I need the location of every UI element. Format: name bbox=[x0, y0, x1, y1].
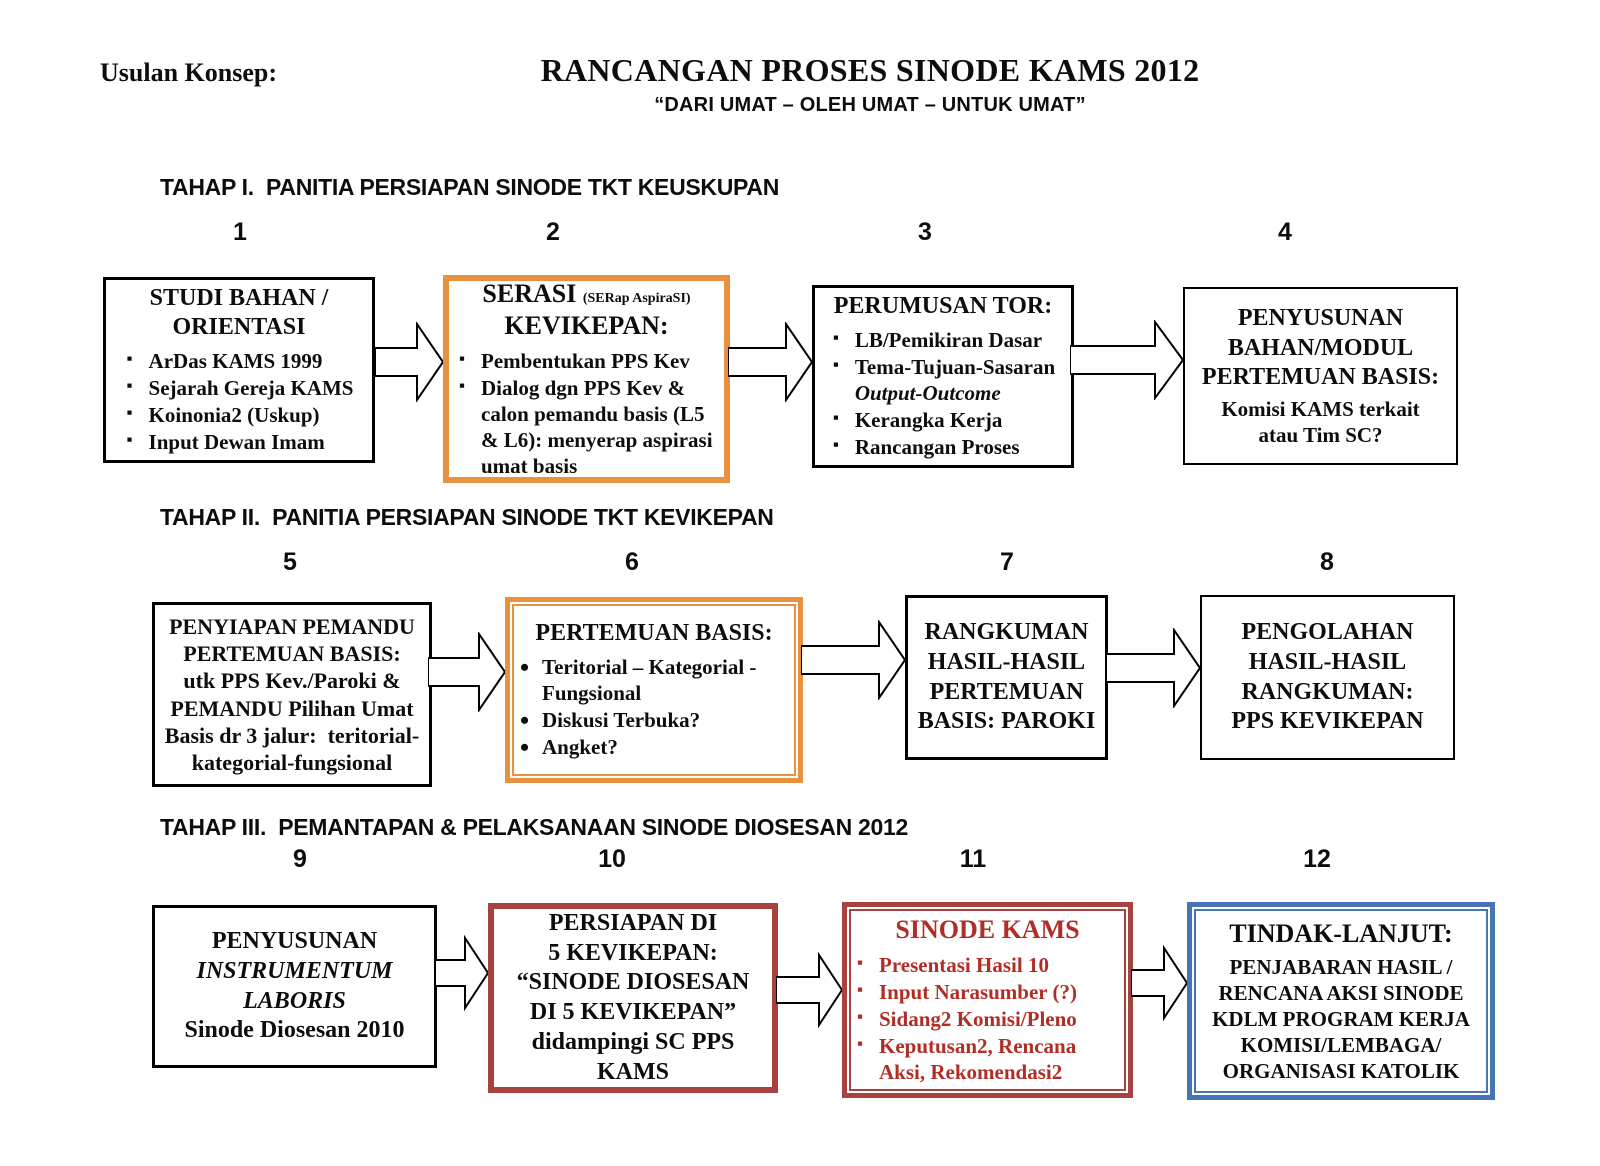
box-2-title-line2: KEVIKEPAN: bbox=[504, 311, 669, 341]
box-10-title: PERSIAPAN DI 5 KEVIKEPAN: “SINODE DIOSES… bbox=[516, 909, 750, 1085]
box-4-title: PENYUSUNAN BAHAN/MODUL PERTEMUAN BASIS: bbox=[1201, 304, 1440, 391]
step-box-10: PERSIAPAN DI 5 KEVIKEPAN: “SINODE DIOSES… bbox=[488, 903, 778, 1093]
step-number-7: 7 bbox=[1000, 548, 1014, 576]
bullet-item: Sejarah Gereja KAMS bbox=[125, 375, 354, 401]
box-9-italic: INSTRUMENTUM LABORIS bbox=[196, 957, 393, 1014]
box-1-title: STUDI BAHAN / ORIENTASI bbox=[149, 284, 329, 341]
box-11-bullets: Presentasi Hasil 10Input Narasumber (?)S… bbox=[855, 951, 1120, 1086]
stage-1-heading: TAHAP I. PANITIA PERSIAPAN SINODE TKT KE… bbox=[160, 174, 779, 200]
step-number-2: 2 bbox=[546, 218, 560, 246]
step-box-9: PENYUSUNAN INSTRUMENTUM LABORIS Sinode D… bbox=[152, 905, 437, 1068]
flow-arrow-icon bbox=[728, 322, 814, 402]
bullet-item: Diskusi Terbuka? bbox=[518, 705, 790, 737]
box-1-bullets: ArDas KAMS 1999Sejarah Gereja KAMSKoinon… bbox=[125, 347, 354, 456]
bullet-item: Dialog dgn PPS Kev & calon pemandu basis… bbox=[457, 375, 716, 479]
box-2-title: SERASI (SERap AspiraSI) KEVIKEPAN: bbox=[482, 278, 690, 342]
bullet-item: Pembentukan PPS Kev bbox=[457, 348, 716, 374]
bullet-item: Input Narasumber (?) bbox=[855, 979, 1120, 1005]
bullet-item: Kerangka Kerja bbox=[831, 407, 1055, 433]
bullet-item: Angket? bbox=[518, 732, 790, 764]
step-box-4: PENYUSUNAN BAHAN/MODUL PERTEMUAN BASIS: … bbox=[1183, 287, 1458, 465]
bullet-item: Koinonia2 (Uskup) bbox=[125, 402, 354, 428]
bullet-item: Input Dewan Imam bbox=[125, 429, 354, 455]
bullet-item: Teritorial – Kategorial - Fungsional bbox=[518, 652, 790, 706]
box-11-title: SINODE KAMS bbox=[895, 915, 1080, 945]
step-number-8: 8 bbox=[1320, 548, 1334, 576]
step-box-2: SERASI (SERap AspiraSI) KEVIKEPAN: Pemben… bbox=[443, 275, 730, 483]
box-3-title: PERUMUSAN TOR: bbox=[833, 293, 1053, 320]
bullet-item: Rancangan Proses bbox=[831, 434, 1055, 460]
step-box-8: PENGOLAHAN HASIL-HASIL RANGKUMAN: PPS KE… bbox=[1200, 595, 1455, 760]
flow-arrow-icon bbox=[1070, 320, 1185, 400]
box-9-body: Sinode Diosesan 2010 bbox=[184, 1017, 405, 1044]
step-number-11: 11 bbox=[959, 845, 987, 873]
flow-arrow-icon bbox=[776, 951, 844, 1029]
box-5-body: PENYIAPAN PEMANDU PERTEMUAN BASIS: utk P… bbox=[164, 613, 420, 776]
step-number-10: 10 bbox=[598, 845, 626, 873]
step-box-6: PERTEMUAN BASIS: Teritorial – Kategorial… bbox=[505, 597, 803, 783]
box-6-bullets: Teritorial – Kategorial - FungsionalDisk… bbox=[518, 652, 790, 764]
flow-arrow-icon bbox=[1131, 944, 1189, 1022]
step-box-7: RANGKUMAN HASIL-HASIL PERTEMUAN BASIS: P… bbox=[905, 595, 1108, 760]
step-box-11: SINODE KAMS Presentasi Hasil 10Input Nar… bbox=[842, 902, 1133, 1098]
step-number-6: 6 bbox=[625, 548, 639, 576]
header-block: RANCANGAN PROSES SINODE KAMS 2012 “DARI … bbox=[400, 52, 1340, 117]
box-12-body: PENJABARAN HASIL / RENCANA AKSI SINODE K… bbox=[1212, 954, 1470, 1083]
bullet-item: Sidang2 Komisi/Pleno bbox=[855, 1006, 1120, 1032]
box-2-title-main: SERASI bbox=[482, 279, 577, 309]
box-2-bullets: Pembentukan PPS KevDialog dgn PPS Kev & … bbox=[457, 347, 716, 480]
flow-arrow-icon bbox=[375, 322, 445, 402]
flow-arrow-icon bbox=[428, 632, 507, 712]
step-number-4: 4 bbox=[1278, 218, 1292, 246]
step-number-1: 1 bbox=[233, 218, 247, 246]
box-6-title: PERTEMUAN BASIS: bbox=[535, 620, 773, 647]
page-title: RANCANGAN PROSES SINODE KAMS 2012 bbox=[540, 52, 1200, 88]
flow-arrow-icon bbox=[1106, 628, 1202, 708]
bullet-subline-italic: Output-Outcome bbox=[854, 380, 1001, 405]
flow-arrow-icon bbox=[435, 934, 490, 1012]
step-number-3: 3 bbox=[918, 218, 932, 246]
step-box-5: PENYIAPAN PEMANDU PERTEMUAN BASIS: utk P… bbox=[152, 602, 432, 787]
step-number-12: 12 bbox=[1303, 845, 1331, 873]
bullet-item: Presentasi Hasil 10 bbox=[855, 952, 1120, 978]
step-box-12: TINDAK-LANJUT: PENJABARAN HASIL / RENCAN… bbox=[1187, 902, 1495, 1100]
flow-arrow-icon bbox=[801, 620, 907, 700]
box-2-title-note: (SERap AspiraSI) bbox=[582, 291, 691, 307]
bullet-item: Keputusan2, Rencana Aksi, Rekomendasi2 bbox=[855, 1033, 1120, 1085]
box-3-bullets: LB/Pemikiran DasarTema-Tujuan-SasaranOut… bbox=[831, 326, 1055, 461]
box-8-title: PENGOLAHAN HASIL-HASIL RANGKUMAN: PPS KE… bbox=[1231, 619, 1424, 735]
concept-label: Usulan Konsep: bbox=[100, 58, 277, 87]
bullet-item: ArDas KAMS 1999 bbox=[125, 348, 354, 374]
stage-3-heading: TAHAP III. PEMANTAPAN & PELAKSANAAN SINO… bbox=[160, 814, 908, 840]
step-box-3: PERUMUSAN TOR: LB/Pemikiran DasarTema-Tu… bbox=[812, 285, 1074, 468]
step-box-1: STUDI BAHAN / ORIENTASI ArDas KAMS 1999S… bbox=[103, 277, 375, 463]
step-number-9: 9 bbox=[293, 845, 307, 873]
stage-2-heading: TAHAP II. PANITIA PERSIAPAN SINODE TKT K… bbox=[160, 504, 774, 530]
step-number-5: 5 bbox=[283, 548, 297, 576]
box-4-body: Komisi KAMS terkait atau Tim SC? bbox=[1221, 397, 1420, 448]
box-12-title: TINDAK-LANJUT: bbox=[1229, 919, 1453, 949]
box-9-title: PENYUSUNAN bbox=[211, 928, 378, 954]
box-7-title: RANGKUMAN HASIL-HASIL PERTEMUAN BASIS: P… bbox=[917, 619, 1096, 735]
bullet-item: LB/Pemikiran Dasar bbox=[831, 327, 1055, 353]
page-subtitle: “DARI UMAT – OLEH UMAT – UNTUK UMAT” bbox=[654, 94, 1086, 116]
